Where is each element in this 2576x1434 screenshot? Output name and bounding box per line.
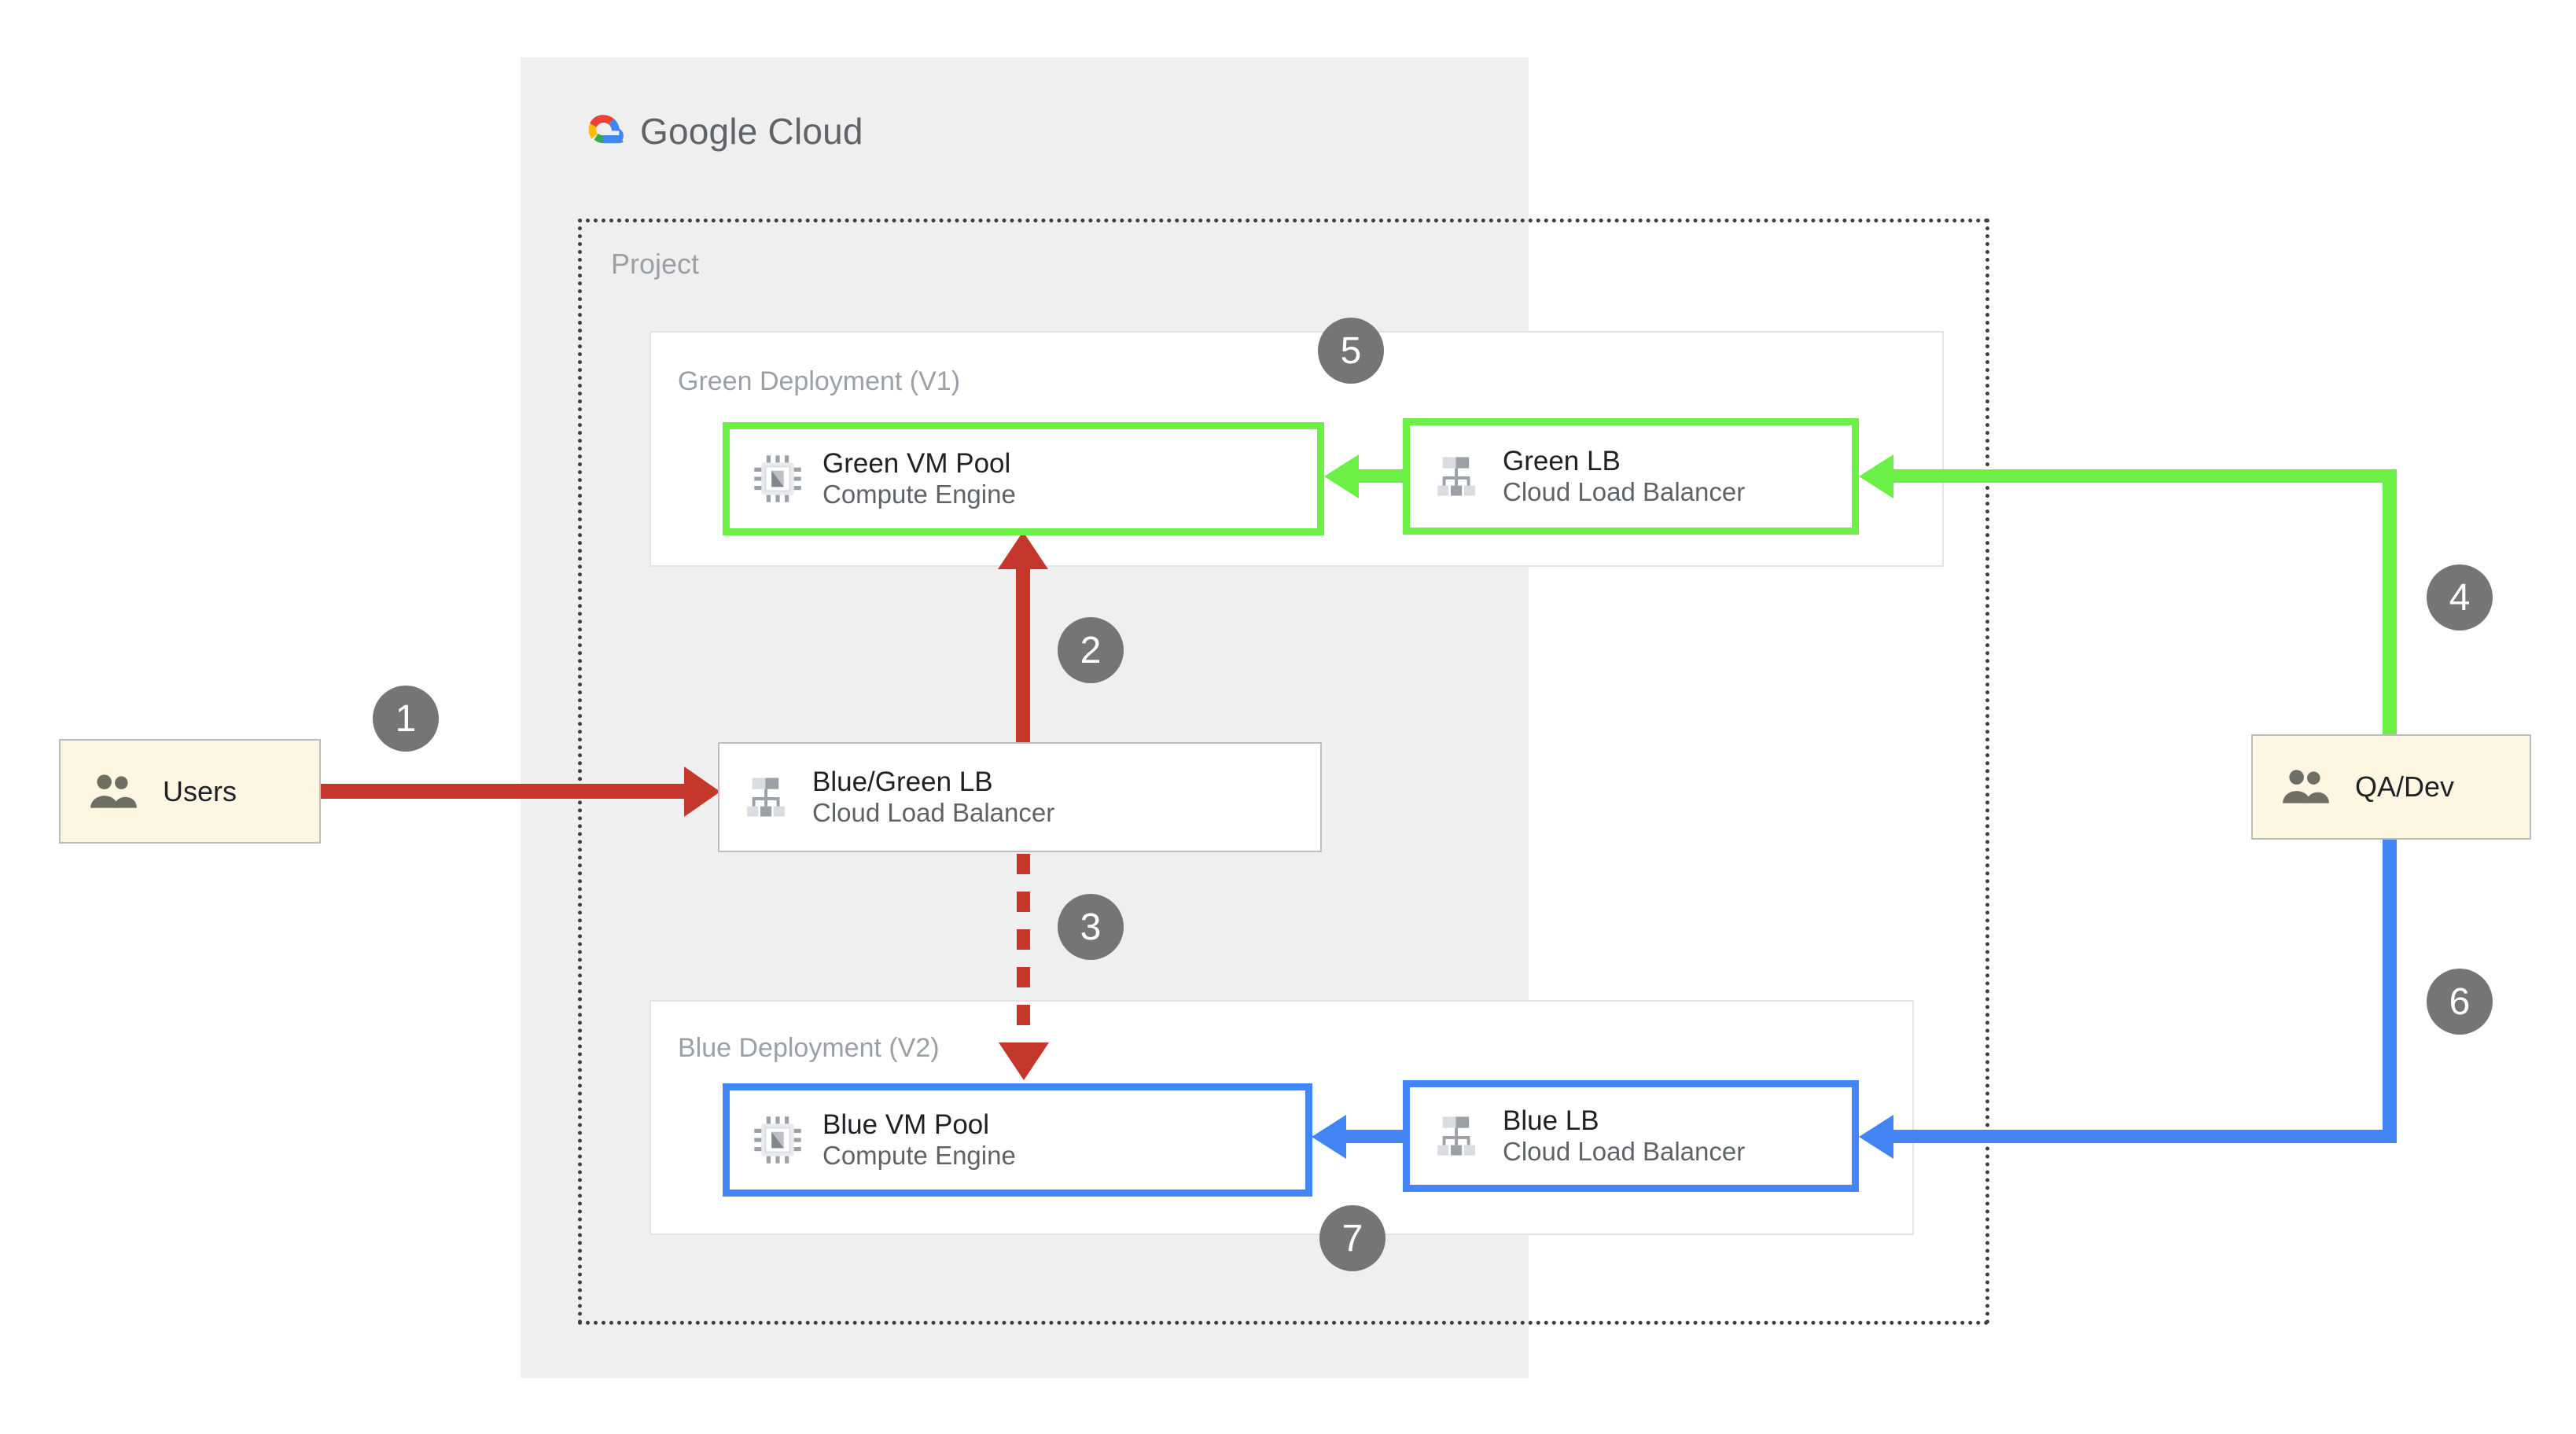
google-cloud-logo-text: Google Cloud bbox=[640, 110, 863, 153]
node-blue-lb[interactable]: Blue LB Cloud Load Balancer bbox=[1403, 1080, 1859, 1192]
arrowhead-green-lb-to-green-vm bbox=[1324, 454, 1359, 498]
node-title: Blue/Green LB bbox=[812, 766, 993, 797]
node-subtitle: Cloud Load Balancer bbox=[812, 798, 1055, 828]
node-subtitle: Cloud Load Balancer bbox=[1503, 1137, 1746, 1167]
brand-name-bold: Google bbox=[640, 111, 758, 152]
node-blue-lb-text: Blue LB Cloud Load Balancer bbox=[1503, 1105, 1745, 1167]
green-deployment-label: Green Deployment (V1) bbox=[678, 366, 961, 396]
node-title: Green VM Pool bbox=[822, 447, 1011, 479]
arrowhead-users-to-bg-lb bbox=[684, 767, 720, 817]
node-title: Blue LB bbox=[1503, 1105, 1599, 1136]
connector-bg-lb-to-green-vm bbox=[1016, 568, 1030, 744]
actor-qa-dev[interactable]: QA/Dev bbox=[2251, 734, 2531, 840]
users-group-icon bbox=[90, 774, 137, 808]
connector-qadev-to-green-lb-horizontal bbox=[1876, 469, 2395, 483]
node-green-vm-pool-text: Green VM Pool Compute Engine bbox=[822, 447, 1016, 510]
node-subtitle: Compute Engine bbox=[822, 480, 1016, 509]
node-blue-green-lb[interactable]: Blue/Green LB Cloud Load Balancer bbox=[718, 742, 1322, 852]
cpu-chip-icon bbox=[754, 455, 801, 502]
node-green-lb-text: Green LB Cloud Load Balancer bbox=[1503, 445, 1745, 508]
connector-bg-lb-to-blue-vm bbox=[1017, 854, 1030, 1042]
brand-name-light: Cloud bbox=[757, 111, 863, 152]
node-title: Green LB bbox=[1503, 445, 1621, 476]
users-group-icon bbox=[2283, 770, 2329, 803]
node-blue-vm-pool-text: Blue VM Pool Compute Engine bbox=[822, 1109, 1016, 1171]
google-cloud-logo: Google Cloud bbox=[577, 107, 863, 156]
load-balancer-icon bbox=[747, 778, 785, 817]
blue-deployment-label: Blue Deployment (V2) bbox=[678, 1033, 940, 1063]
node-title: Blue VM Pool bbox=[822, 1109, 990, 1140]
step-badge-2: 2 bbox=[1058, 617, 1124, 683]
node-green-lb[interactable]: Green LB Cloud Load Balancer bbox=[1403, 418, 1859, 535]
step-badge-6: 6 bbox=[2427, 969, 2493, 1035]
step-badge-3: 3 bbox=[1058, 894, 1124, 960]
project-label: Project bbox=[611, 248, 700, 280]
arrowhead-blue-lb-to-blue-vm bbox=[1312, 1115, 1346, 1159]
arrowhead-qadev-to-green-lb bbox=[1859, 454, 1893, 498]
node-blue-green-lb-text: Blue/Green LB Cloud Load Balancer bbox=[812, 766, 1054, 829]
google-cloud-logo-icon bbox=[588, 115, 624, 144]
node-subtitle: Compute Engine bbox=[822, 1141, 1016, 1171]
connector-qadev-to-blue-lb-vertical bbox=[2383, 840, 2397, 1143]
connector-qadev-to-blue-lb-horizontal bbox=[1876, 1130, 2395, 1143]
connector-blue-lb-to-blue-vm bbox=[1329, 1130, 1403, 1143]
step-badge-4: 4 bbox=[2427, 564, 2493, 631]
load-balancer-icon bbox=[1437, 457, 1475, 496]
arrowhead-bg-lb-to-green-vm bbox=[998, 531, 1048, 569]
node-blue-vm-pool[interactable]: Blue VM Pool Compute Engine bbox=[723, 1083, 1312, 1197]
node-green-vm-pool[interactable]: Green VM Pool Compute Engine bbox=[723, 422, 1324, 535]
cpu-chip-icon bbox=[754, 1116, 801, 1164]
arrowhead-qadev-to-blue-lb bbox=[1859, 1115, 1893, 1159]
node-subtitle: Cloud Load Balancer bbox=[1503, 477, 1746, 507]
step-badge-7: 7 bbox=[1319, 1205, 1386, 1271]
step-badge-5: 5 bbox=[1318, 318, 1384, 384]
actor-users-label: Users bbox=[163, 774, 237, 807]
connector-qadev-to-green-lb-vertical bbox=[2383, 469, 2397, 741]
actor-users[interactable]: Users bbox=[59, 739, 321, 844]
step-badge-1: 1 bbox=[373, 686, 439, 752]
connector-users-to-bg-lb bbox=[321, 784, 684, 799]
arrowhead-bg-lb-to-blue-vm bbox=[999, 1042, 1049, 1080]
load-balancer-icon bbox=[1437, 1116, 1475, 1156]
project-container bbox=[578, 219, 1989, 1325]
actor-qa-dev-label: QA/Dev bbox=[2355, 770, 2455, 803]
